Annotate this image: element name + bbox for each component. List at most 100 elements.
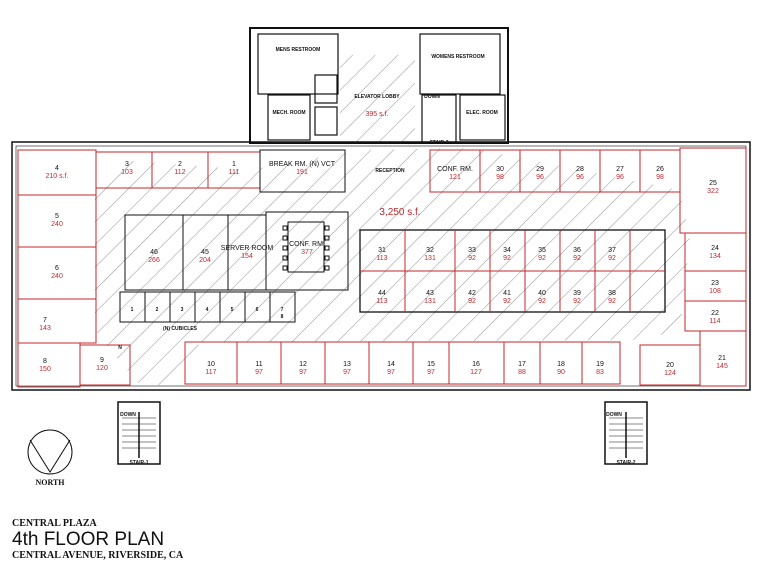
room-area: 114 — [709, 318, 720, 325]
room-area: 108 — [709, 288, 721, 295]
room-number: 1 — [232, 161, 236, 168]
north-label: NORTH — [35, 478, 65, 487]
room-area: 131 — [424, 298, 436, 305]
room-area: 97 — [299, 369, 307, 376]
room-area: 92 — [468, 298, 476, 305]
room-number: 39 — [573, 290, 581, 297]
room-area: 145 — [716, 363, 728, 370]
room-number: 7 — [43, 317, 47, 324]
room-number: 41 — [503, 290, 511, 297]
room-area: 96 — [616, 174, 624, 181]
room-number: 3 — [125, 161, 129, 168]
building-outline — [11, 141, 751, 391]
stair-3-label: STAIR-3 — [429, 140, 448, 146]
room-number: 24 — [711, 245, 719, 252]
room-area: 121 — [449, 174, 461, 181]
room-number: CONF. RM. — [289, 241, 325, 248]
room-area: 83 — [596, 369, 604, 376]
building-name: CENTRAL PLAZA — [12, 518, 97, 529]
east-offices — [639, 232, 747, 387]
room-area: 134 — [709, 253, 721, 260]
room-area: 92 — [608, 255, 616, 262]
room-number: 43 — [426, 290, 434, 297]
room-number: 16 — [472, 361, 480, 368]
elec-room — [459, 94, 506, 141]
room-number: CONF. RM. — [437, 166, 473, 173]
room-number: 2 — [178, 161, 182, 168]
room-number: 11 — [255, 361, 262, 368]
room-area: 322 — [707, 188, 719, 195]
room-number: 15 — [427, 361, 435, 368]
room-area: 191 — [296, 169, 308, 176]
plan-title: 4th FLOOR PLAN — [12, 529, 165, 550]
elevator-lobby-area: 395 s.f. — [366, 111, 389, 118]
room-number: 36 — [573, 247, 581, 254]
room-area: 150 — [39, 366, 51, 373]
room-area: 117 — [205, 369, 216, 376]
bottom-stairs — [117, 401, 648, 465]
room-number: BREAK RM. (N) VCT — [269, 161, 336, 168]
room-number: 13 — [343, 361, 351, 368]
room-area: 143 — [39, 325, 51, 332]
room-area: 154 — [241, 253, 253, 260]
room-number: 8 — [43, 358, 47, 365]
room-area: 92 — [503, 255, 511, 262]
cubicles-label: (N) CUBICLES — [163, 326, 198, 332]
room-number: 31 — [378, 247, 386, 254]
cubicle-number: 1 — [131, 307, 134, 313]
room-number: 38 — [608, 290, 616, 297]
room-area: 97 — [387, 369, 395, 376]
room-number: 46 — [150, 249, 158, 256]
elevator-lobby-label: ELEVATOR LOBBY — [354, 94, 400, 100]
stair-treads — [122, 417, 643, 449]
room-number: 17 — [518, 361, 526, 368]
room-number: 37 — [608, 247, 616, 254]
elevator-lobby-hatch — [340, 55, 415, 143]
room-number: 35 — [538, 247, 546, 254]
title-block: CENTRAL PLAZA 4th FLOOR PLAN CENTRAL AVE… — [12, 518, 183, 561]
room-number: 34 — [503, 247, 511, 254]
cubicle-number: 8 — [281, 314, 284, 320]
room-area: 92 — [573, 255, 581, 262]
room-number: 25 — [709, 180, 717, 187]
room-area: 90 — [557, 369, 565, 376]
room-number: SERVER ROOM — [221, 245, 274, 252]
cubicle-labels: 1 2 3 4 5 6 7 8 (N) CUBICLES — [131, 307, 284, 332]
address: CENTRAL AVENUE, RIVERSIDE, CA — [12, 550, 184, 561]
room-area: 377 — [301, 249, 313, 256]
room-number: 27 — [616, 166, 624, 173]
room-area: 131 — [424, 255, 436, 262]
room-number: 30 — [496, 166, 504, 173]
n-mark: N — [118, 345, 122, 351]
central-office-block — [359, 229, 666, 313]
stair-2-down: DOWN — [606, 412, 622, 418]
stair-2-label: STAIR-2 — [616, 460, 635, 466]
west-offices — [17, 194, 131, 388]
room-area: 240 — [51, 221, 63, 228]
room-number: 5 — [55, 213, 59, 220]
room-area: 113 — [376, 298, 387, 305]
cubicle-number: 2 — [156, 307, 159, 313]
room-area: 113 — [376, 255, 387, 262]
room-number: 18 — [557, 361, 565, 368]
room-area: 97 — [255, 369, 263, 376]
cubicle-number: 4 — [206, 307, 209, 313]
room-area: 112 — [174, 169, 185, 176]
womens-restroom — [419, 33, 501, 95]
room-area: 210 s.f. — [46, 173, 69, 180]
common-area-label: 3,250 s.f. — [379, 207, 420, 218]
room-number: 22 — [711, 310, 719, 317]
room-number: 28 — [576, 166, 584, 173]
room-number: 21 — [718, 355, 726, 362]
room-number: 9 — [100, 357, 104, 364]
room-area: 266 — [148, 257, 160, 264]
room-number: 42 — [468, 290, 476, 297]
room-number: 10 — [207, 361, 215, 368]
room-area: 92 — [503, 298, 511, 305]
common-corridor — [95, 148, 690, 385]
room-number: 6 — [55, 265, 59, 272]
cubicle-number: 6 — [256, 307, 259, 313]
room-number: 20 — [666, 362, 674, 369]
cubicle-number: 7 — [281, 307, 284, 313]
